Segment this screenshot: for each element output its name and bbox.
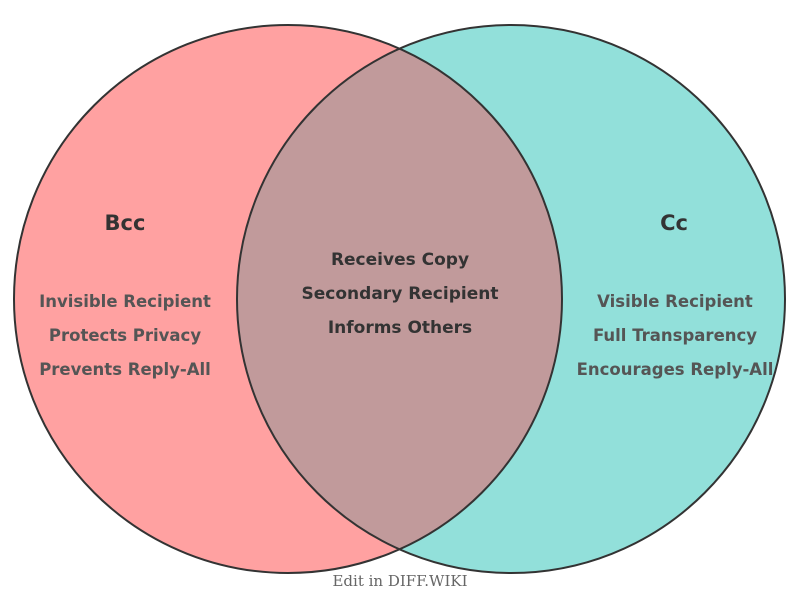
right-set-title: Cc: [660, 211, 688, 235]
left-set-title: Bcc: [105, 211, 146, 235]
intersection-item: Informs Others: [328, 318, 472, 338]
left-set-item: Invisible Recipient: [39, 292, 211, 311]
left-set-item: Protects Privacy: [49, 326, 201, 345]
right-set-item: Visible Recipient: [597, 292, 753, 311]
right-circle-outline: [236, 24, 786, 574]
intersection-item: Receives Copy: [331, 250, 469, 270]
intersection-region: [237, 25, 562, 573]
left-circle-outline: [13, 24, 563, 574]
left-set-item: Prevents Reply-All: [39, 360, 211, 379]
intersection-item: Secondary Recipient: [302, 284, 499, 304]
right-set-item: Encourages Reply-All: [577, 360, 774, 379]
right-set-item: Full Transparency: [593, 326, 757, 345]
footer-edit-link[interactable]: Edit in DIFF.WIKI: [332, 572, 467, 590]
